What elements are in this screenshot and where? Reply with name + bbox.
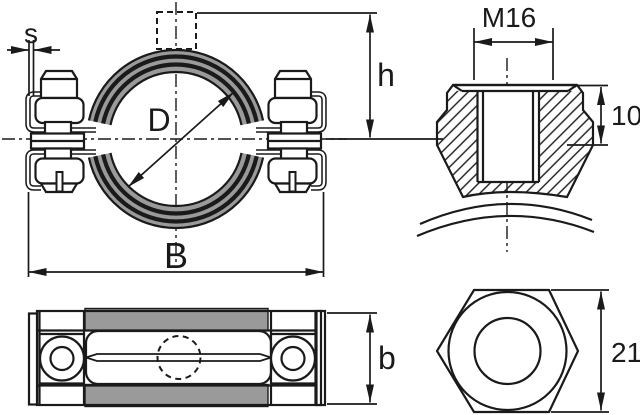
left-bolt-housing [38,311,86,405]
label-b: b [378,340,396,376]
band-arc-inner [416,214,595,238]
label-10: 10 [611,100,640,131]
right-end-strip [315,309,323,407]
dimension-10: 10 [567,84,640,146]
bolt-hole-inner [49,345,75,372]
dimension-m16: M16 [473,2,554,80]
nut-chamfer-circle [447,290,568,412]
hidden-hole [156,335,202,380]
dimension-21: 21 [551,289,640,413]
nut-view: 21 [435,288,640,414]
right-bolt-housing [269,311,317,405]
label-s: s [24,18,38,49]
dimension-h: h [197,12,443,140]
hex-nut-outline [435,288,580,414]
dimension-d: D [127,91,235,188]
dimension-b-width: B [27,192,325,277]
clamp-band-upper [87,49,265,126]
dimension-b-depth: b [327,312,396,405]
socket-outline [435,83,595,199]
nut-hole [473,316,542,386]
rubber-strip-bottom [84,383,269,408]
top-face [455,86,575,91]
side-view: b [27,307,396,408]
label-B: B [164,235,188,276]
bolt-hole-inner [280,345,306,372]
channel-slot [83,353,274,362]
clamp-band-lower [87,152,265,229]
label-h: h [377,57,395,93]
label-m16: M16 [482,2,536,33]
dimension-s: s [7,18,60,96]
front-view: s D h B [2,2,443,277]
band-arc-outer [419,202,593,226]
label-d: D [147,102,170,138]
thread-bore [477,91,539,182]
socket-detail-view: M16 10 [416,2,640,252]
right-flange-assembly [256,71,324,192]
left-end-strip [27,312,39,406]
left-flange-assembly [28,71,96,192]
label-21: 21 [611,337,640,368]
